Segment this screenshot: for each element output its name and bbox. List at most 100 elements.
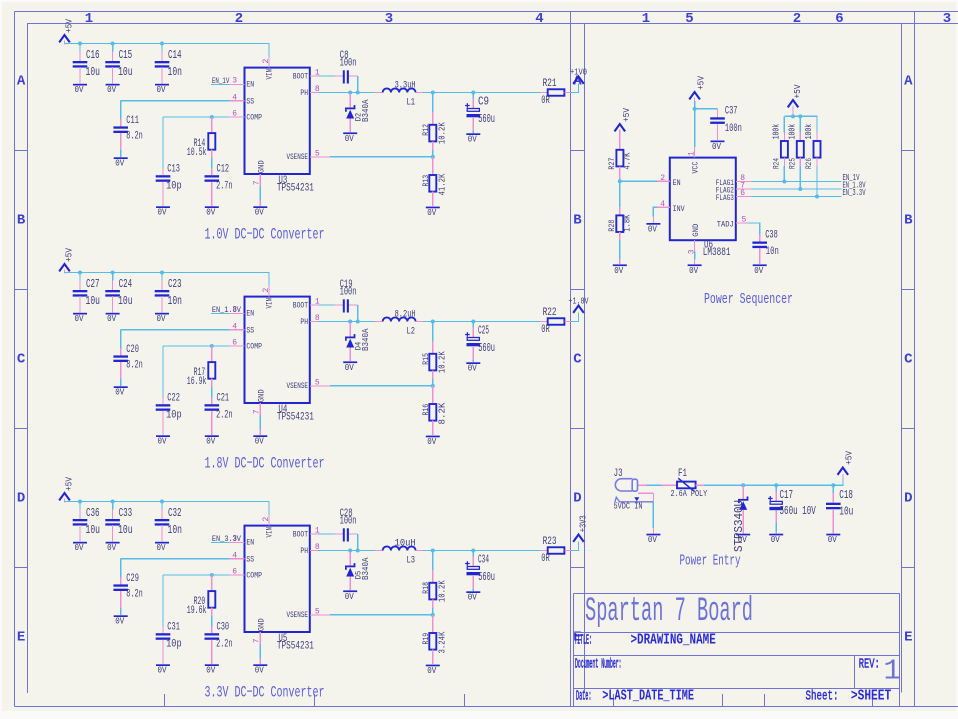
svg-text:C31: C31 [167,622,180,634]
svg-text:R19: R19 [421,633,431,645]
svg-text:BOOT: BOOT [293,72,308,81]
svg-text:VCC: VCC [691,162,701,174]
svg-text:D5: D5 [353,571,363,580]
svg-text:R27: R27 [607,158,617,170]
svg-text:A: A [573,74,582,90]
svg-text:3: 3 [385,11,393,27]
svg-text:41.2K: 41.2K [437,173,447,195]
svg-text:4: 4 [660,200,665,209]
svg-text:R16: R16 [421,404,431,416]
svg-text:0V: 0V [771,534,780,545]
svg-text:0V: 0V [115,158,124,169]
svg-text:10u: 10u [118,524,133,537]
svg-text:5: 5 [742,216,747,225]
svg-text:E: E [17,630,25,646]
svg-text:2.2n: 2.2n [216,639,232,651]
svg-text:6: 6 [835,11,843,27]
svg-text:+1.8V: +1.8V [569,296,589,306]
svg-text:C24: C24 [119,278,133,291]
svg-text:0V: 0V [648,223,657,234]
svg-text:0V: 0V [738,534,747,545]
svg-text:VIN: VIN [266,298,275,309]
svg-text:0V: 0V [468,363,477,374]
svg-text:0V: 0V [107,313,116,324]
svg-text:4: 4 [535,11,543,27]
svg-text:U4: U4 [278,404,287,416]
svg-text:0V: 0V [75,84,84,95]
svg-text:8: 8 [315,314,320,323]
svg-text:10n: 10n [766,246,779,258]
svg-text:C9: C9 [478,95,489,108]
svg-text:B340A: B340A [361,328,371,351]
svg-text:4: 4 [232,551,237,560]
svg-text:10.2K: 10.2K [437,351,447,373]
svg-text:D: D [17,491,25,507]
svg-text:7: 7 [253,180,262,185]
svg-text:U6: U6 [704,239,713,251]
svg-text:2: 2 [793,11,801,27]
svg-text:10uH: 10uH [395,538,416,549]
svg-text:REV:: REV: [859,658,880,673]
svg-text:3: 3 [687,249,696,254]
svg-text:B340A: B340A [361,99,371,122]
svg-text:Spartan 7 Board: Spartan 7 Board [585,593,753,631]
svg-text:0V: 0V [206,436,215,447]
svg-text:1.8V DC−DC Converter: 1.8V DC−DC Converter [205,455,325,473]
svg-text:Date:: Date: [576,689,591,704]
svg-text:>LAST_DATE_TIME: >LAST_DATE_TIME [602,687,694,704]
svg-text:1.8K: 1.8K [623,214,633,231]
svg-text:R12: R12 [421,124,431,136]
svg-text:C: C [17,352,26,368]
svg-text:VSENSE: VSENSE [287,611,309,620]
svg-text:D2: D2 [353,113,363,122]
svg-text:0V: 0V [107,542,116,553]
svg-text:C34: C34 [478,553,489,566]
svg-text:EN_1V: EN_1V [843,173,860,183]
svg-text:10n: 10n [168,524,183,537]
svg-text:R14: R14 [194,138,206,150]
svg-text:GND: GND [691,224,701,237]
svg-text:0V: 0V [107,84,116,95]
svg-text:C: C [573,352,582,368]
svg-text:C19: C19 [340,279,353,291]
svg-text:C12: C12 [217,164,230,176]
svg-text:C27: C27 [86,278,100,291]
svg-text:L3: L3 [407,556,416,567]
svg-text:2.7n: 2.7n [216,181,232,193]
svg-text:EN_1V: EN_1V [212,77,230,86]
svg-text:0V: 0V [345,133,354,144]
svg-text:8: 8 [315,85,320,94]
svg-text:+5V: +5V [793,84,803,99]
svg-text:COMP: COMP [246,343,262,352]
svg-text:C17: C17 [780,489,794,502]
svg-text:10p: 10p [166,181,182,193]
svg-text:1: 1 [687,151,696,156]
svg-text:VIN: VIN [266,69,275,80]
svg-text:C8: C8 [340,50,349,62]
svg-text:C15: C15 [119,49,133,62]
svg-text:2: 2 [262,59,271,64]
svg-text:C37: C37 [725,106,738,118]
svg-text:0V: 0V [712,141,721,152]
svg-text:0V: 0V [689,265,698,276]
svg-text:GND: GND [258,618,267,631]
svg-text:VSENSE: VSENSE [287,153,309,162]
svg-text:8: 8 [740,174,745,183]
svg-text:5: 5 [315,149,320,158]
svg-text:B340A: B340A [361,557,371,580]
svg-text:10u: 10u [86,524,101,537]
svg-text:0V: 0V [427,665,436,676]
svg-text:19.6k: 19.6k [187,605,207,617]
svg-text:LM3881: LM3881 [703,247,731,259]
svg-text:10n: 10n [168,66,183,79]
svg-text:R25: R25 [787,158,797,169]
svg-text:R28: R28 [607,220,617,232]
svg-text:R22: R22 [543,307,557,319]
svg-text:COMP: COMP [246,114,262,123]
svg-text:EN_1.8V: EN_1.8V [843,180,866,190]
svg-text:0V: 0V [115,616,124,627]
svg-text:0V: 0V [427,436,436,447]
svg-text:PH: PH [300,547,308,556]
svg-text:0V: 0V [206,207,215,218]
svg-text:BOOT: BOOT [293,301,308,310]
